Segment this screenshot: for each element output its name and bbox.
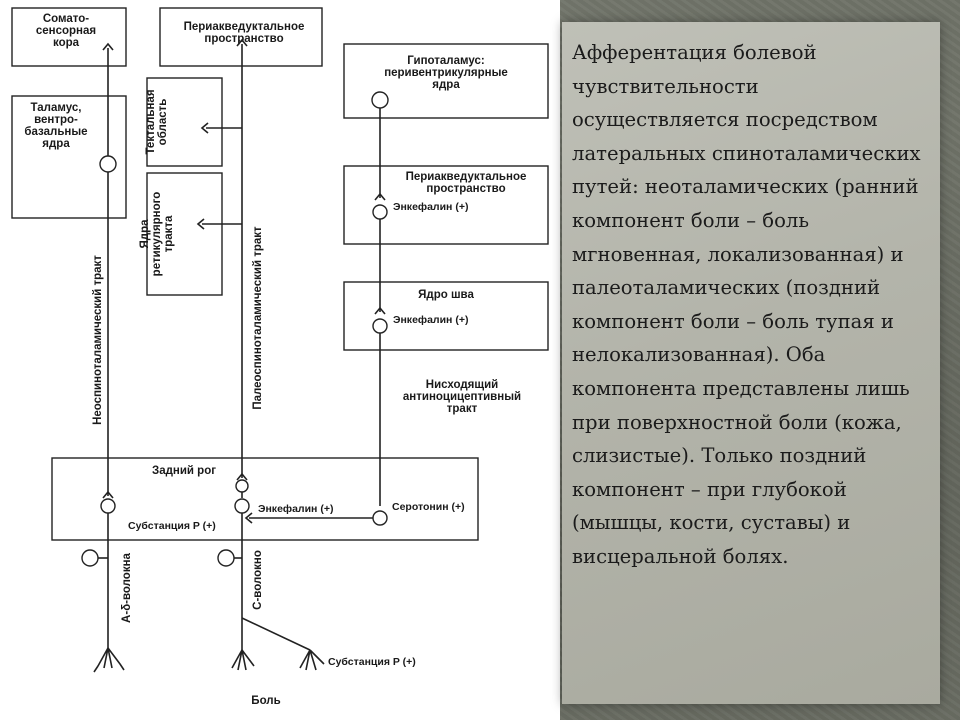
substance-p-label-1: Субстанция P (+) (128, 520, 216, 532)
c-fiber-branch-endings (299, 649, 325, 671)
paleo-tract-label: Палеоспиноталамический тракт (252, 226, 264, 410)
c-fiber-label: С-волокно (252, 550, 264, 610)
c-fiber-branch (241, 617, 311, 651)
tectal-synapse (200, 122, 209, 134)
descending-synapse-2 (374, 306, 386, 315)
periaqueductal-synapse (236, 38, 248, 47)
cortex-box (11, 7, 127, 67)
dorsal-horn-box (51, 457, 479, 541)
reticular-synapse (196, 218, 205, 230)
dorsal-horn-neuron-3 (234, 498, 250, 514)
a-delta-ganglion-neuron (81, 549, 99, 567)
a-delta-endings (93, 647, 125, 673)
note-card: Афферентация болевой чувствительности ос… (562, 22, 940, 704)
enkephalin-label-1: Энкефалин (+) (393, 201, 468, 213)
paleo-synapse (236, 472, 248, 481)
neo-synapse (102, 490, 114, 499)
raphe-box (343, 281, 549, 351)
pain-label: Боль (251, 695, 280, 707)
hypothalamus-box (343, 43, 549, 119)
raphe-label: Ядро шва (418, 289, 474, 301)
reticular-label: Ядраретикулярноготракта (139, 192, 175, 277)
raphe-neuron (372, 318, 388, 334)
descending-synapse-1 (374, 192, 386, 201)
serotonin-label: Серотонин (+) (392, 501, 465, 513)
c-fiber-endings (231, 649, 255, 671)
neo-tract-label: Неоспиноталамический тракт (92, 255, 104, 425)
periaqueductal-top-box (159, 7, 323, 67)
dorsal-horn-neuron-1 (100, 498, 116, 514)
thalamus-neuron (99, 155, 117, 173)
dorsal-horn-label: Задний рог (152, 465, 216, 477)
tectal-label: Тектальнаяобласть (145, 89, 169, 154)
dorsal-horn-neuron-4 (372, 510, 388, 526)
enkephalin-label-3: Энкефалин (+) (258, 503, 333, 515)
dorsal-horn-neuron-2 (235, 479, 249, 493)
tectal-box (146, 77, 223, 167)
note-text: Афферентация болевой чувствительности ос… (572, 41, 921, 568)
substance-p-label-2: Субстанция P (+) (328, 656, 416, 668)
periaqueductal-mid-box (343, 165, 549, 245)
c-ganglion-neuron (217, 549, 235, 567)
hypothalamus-neuron (371, 91, 389, 109)
serotonin-synapse (244, 512, 253, 524)
reticular-box (146, 172, 223, 296)
a-delta-fiber-label: А-δ-волокна (121, 552, 133, 622)
cortex-synapse (102, 42, 114, 51)
thalamus-box (11, 95, 127, 219)
periaqueductal-neuron (372, 204, 388, 220)
enkephalin-label-2: Энкефалин (+) (393, 314, 468, 326)
